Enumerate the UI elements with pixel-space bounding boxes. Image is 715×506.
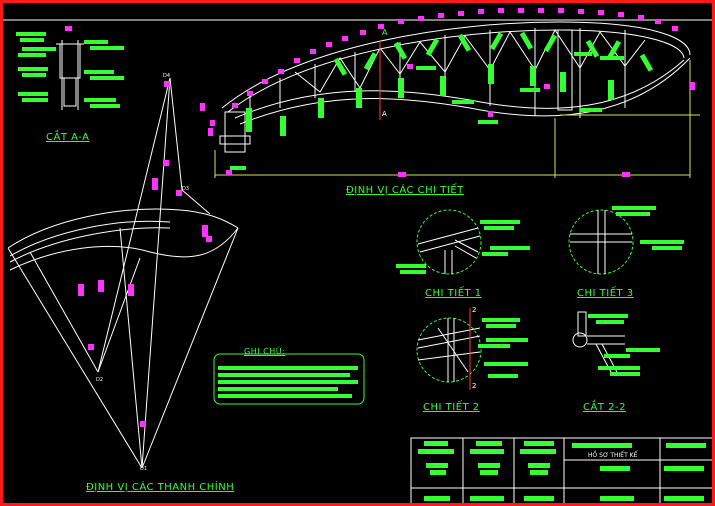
notes-lines	[218, 366, 358, 398]
detail-2-drawing	[416, 308, 482, 390]
detail-1-label: CHI TIẾT 1	[425, 288, 482, 299]
detail-3-drawing	[568, 209, 634, 275]
detail-1-tags	[396, 220, 530, 274]
point-d3-marker: D3	[182, 186, 190, 192]
main-bars-drawing	[7, 77, 239, 469]
point-d1-marker: D1	[140, 466, 148, 472]
detail-1-drawing	[416, 209, 482, 275]
section-aa-drawing	[56, 40, 84, 110]
notes-box	[213, 353, 365, 405]
section-aa-mark	[65, 26, 72, 31]
section-22-label: CẮT 2-2	[583, 402, 626, 413]
section-2-bottom-marker: 2	[472, 382, 477, 390]
detail-3-label: CHI TIẾT 3	[577, 288, 634, 299]
arch-green-members	[230, 31, 654, 170]
section-aa-tags	[16, 32, 124, 108]
point-d4-marker: D4	[163, 73, 171, 79]
point-d2-marker: D2	[96, 377, 104, 383]
title-block-center-text: HỒ SƠ THIẾT KẾ	[588, 452, 638, 459]
arch-top-markers	[200, 8, 695, 177]
section-a-top-marker: A	[382, 28, 388, 37]
locate-details-label: ĐỊNH VỊ CÁC CHI TIẾT	[346, 185, 464, 196]
detail-3-tags	[612, 206, 684, 250]
title-block-tags	[418, 441, 706, 501]
section-22-drawing	[572, 311, 625, 375]
detail-2-label: CHI TIẾT 2	[423, 402, 480, 413]
section-2-top-marker: 2	[472, 306, 477, 314]
notes-title: GHI CHÚ:	[244, 347, 286, 356]
main-bars-markers	[78, 81, 212, 427]
section-a-bottom-marker: A	[382, 110, 387, 118]
locate-main-bars-label: ĐỊNH VỊ CÁC THANH CHÍNH	[86, 482, 235, 493]
arch-truss	[214, 21, 700, 178]
section-22-tags	[588, 314, 660, 376]
section-aa-label: CẮT A-A	[46, 132, 90, 143]
detail-2-tags	[478, 318, 528, 378]
